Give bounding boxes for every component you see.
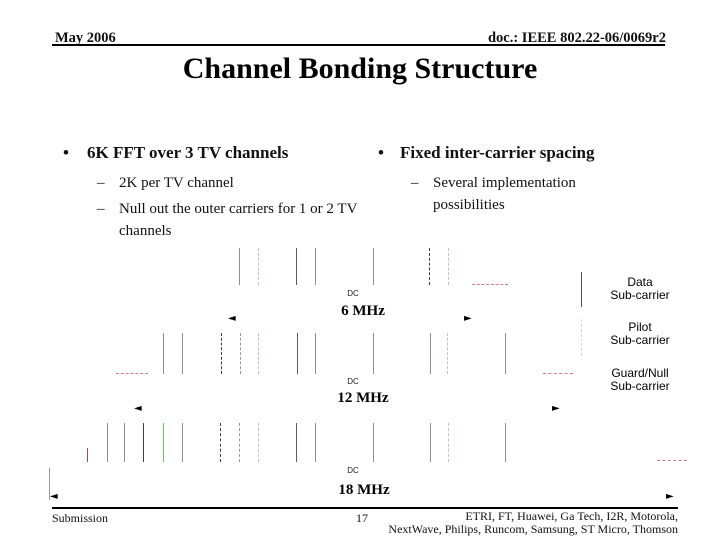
dc-dash-carrier-line — [221, 333, 222, 374]
legend-data-label: Data Sub-carrier — [586, 276, 694, 302]
bullet-item-fixed-spacing: • Fixed inter-carrier spacing — [378, 143, 595, 163]
legend-label-line2: Sub-carrier — [610, 379, 670, 393]
data-carrier-line — [505, 333, 506, 374]
legend-label-line1: Guard/Null — [611, 366, 669, 380]
data-carrier-line — [315, 423, 316, 462]
legend-label-line1: Pilot — [628, 320, 652, 334]
data-dark-carrier-line — [296, 423, 297, 462]
red-short-carrier-line — [87, 448, 88, 462]
bandwidth-label: 12 MHz — [337, 390, 389, 406]
right-arrow-icon: ► — [552, 403, 560, 414]
dc-dash-carrier-line — [220, 423, 221, 462]
subbullet-label: Several implementation possibilities — [433, 175, 576, 213]
data-carrier-line — [239, 248, 240, 285]
legend-label-line2: Sub-carrier — [610, 333, 670, 347]
data-carrier-line — [373, 423, 374, 462]
legend-pilot-sample-line — [581, 319, 582, 356]
bullet-marker-icon: • — [378, 143, 384, 162]
subbullet-label: Null out the outer carriers for 1 or 2 T… — [119, 201, 358, 239]
row-left-axis-line — [49, 468, 50, 500]
legend-pilot-label: Pilot Sub-carrier — [586, 321, 694, 347]
data-carrier-line — [182, 423, 183, 462]
subbullet-2k-per-channel: –2K per TV channel — [97, 172, 386, 194]
subbullet-null-outer-carriers: –Null out the outer carriers for 1 or 2 … — [97, 198, 364, 242]
bullet-label: 6K FFT over 3 TV channels — [87, 143, 289, 162]
pilot-carrier-line — [258, 423, 259, 462]
right-arrow-icon: ► — [666, 491, 674, 502]
green-carrier-line — [163, 423, 164, 462]
data-carrier-line — [373, 333, 374, 374]
dash-marker-icon: – — [97, 175, 105, 191]
footer-contributors: ETRI, FT, Huawei, Ga Tech, I2R, Motorola… — [388, 510, 678, 536]
legend-guard-label: Guard/Null Sub-carrier — [586, 367, 694, 393]
data-carrier-line — [430, 333, 431, 374]
pilot-carrier-line — [448, 423, 449, 462]
data-dark-carrier-line — [296, 248, 297, 285]
bullet-item-6k-fft: • 6K FFT over 3 TV channels — [63, 143, 288, 163]
bandwidth-label: 18 MHz — [338, 482, 390, 498]
data-carrier-line — [315, 248, 316, 285]
data-carrier-line — [430, 423, 431, 462]
pilot-carrier-line — [258, 248, 259, 285]
bullet-label: Fixed inter-carrier spacing — [400, 143, 595, 162]
dc-label: DC — [347, 466, 359, 475]
header-date: May 2006 — [55, 30, 116, 46]
dc-label: DC — [347, 377, 359, 386]
subbullet-several-implementations: –Several implementation possibilities — [411, 172, 613, 216]
footer-page-number: 17 — [356, 511, 368, 525]
dash-marker-icon: – — [411, 175, 419, 191]
data-carrier-line — [182, 333, 183, 374]
null-dash-carrier-line — [240, 333, 241, 374]
bullet-marker-icon: • — [63, 143, 69, 162]
footer-contributors-line1: ETRI, FT, Huawei, Ga Tech, I2R, Motorola… — [465, 509, 678, 523]
dc-label: DC — [347, 289, 359, 298]
header-doc-number: doc.: IEEE 802.22-06/0069r2 — [487, 30, 666, 46]
legend-label-line2: Sub-carrier — [610, 288, 670, 302]
footer-contributors-line2: NextWave, Philips, Runcom, Samsung, ST M… — [388, 522, 678, 536]
footer-submission: Submission — [52, 511, 109, 525]
data-carrier-line — [124, 423, 125, 462]
data-carrier-line — [107, 423, 108, 462]
guard-null-dash — [472, 284, 508, 285]
left-arrow-icon: ◄ — [228, 313, 236, 324]
navy-carrier-line — [143, 423, 144, 462]
pilot-carrier-line — [447, 333, 448, 374]
dash-marker-icon: – — [97, 201, 105, 217]
data-carrier-line — [505, 423, 506, 462]
data-carrier-line — [373, 248, 374, 285]
pilot-carrier-line — [258, 333, 259, 374]
footer-divider-line — [52, 507, 678, 509]
data-dark-carrier-line — [297, 333, 298, 374]
legend-label-line1: Data — [627, 275, 653, 289]
guard-null-dash — [116, 373, 148, 374]
dc-dash-carrier-line — [429, 248, 430, 285]
data-carrier-line — [163, 333, 164, 374]
left-arrow-icon: ◄ — [134, 403, 142, 414]
legend-guard-sample-dash — [543, 373, 573, 374]
slide-title: Channel Bonding Structure — [182, 52, 538, 85]
null-dash-carrier-line — [239, 423, 240, 462]
header-divider-line — [52, 44, 665, 46]
pilot-carrier-line — [448, 248, 449, 285]
right-arrow-icon: ► — [464, 313, 472, 324]
data-carrier-line — [315, 333, 316, 374]
bandwidth-label: 6 MHz — [341, 303, 385, 319]
legend-data-sample-line — [581, 272, 582, 307]
left-arrow-icon: ◄ — [50, 491, 58, 502]
subbullet-label: 2K per TV channel — [119, 175, 234, 191]
guard-null-dash — [657, 460, 687, 461]
